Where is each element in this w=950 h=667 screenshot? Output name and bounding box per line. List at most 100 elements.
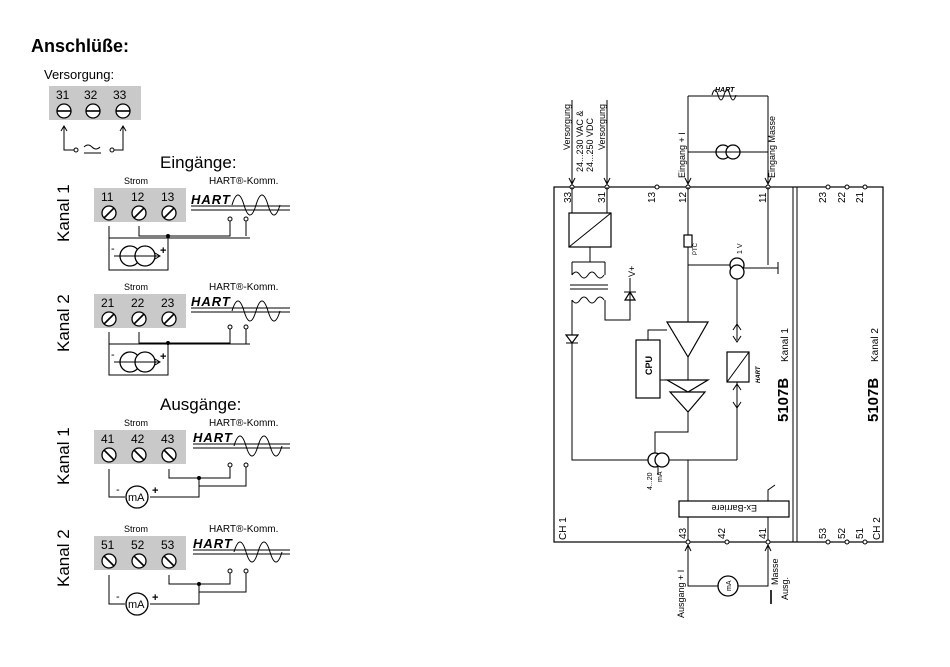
pin-11: 11 (758, 192, 769, 203)
hart-logo-out2: HART (193, 536, 233, 551)
output-amplifier-1 (664, 379, 711, 393)
ptc-resistor (683, 234, 693, 248)
pin-13: 13 (647, 191, 658, 203)
range-bottom: mA (657, 471, 664, 482)
module-ch1-sub: Kanal 1 (780, 328, 791, 362)
terminal-11: 11 (101, 190, 114, 204)
output-ch1-strom: Strom (124, 418, 148, 428)
pin-31: 31 (597, 191, 608, 203)
minus-in1: - (111, 243, 115, 255)
output-amplifier-2 (668, 391, 707, 413)
hart-logo-modem: HART (756, 365, 762, 383)
plus-out1: + (152, 485, 158, 497)
output-ch2-label: Kanal 2 (54, 529, 73, 587)
terminal-43: 43 (161, 432, 175, 446)
page-title: Anschlüße: (31, 36, 129, 56)
supply-label-a: Versorgung (562, 104, 572, 150)
pin-33: 33 (563, 191, 574, 203)
terminal-12: 12 (131, 190, 145, 204)
pin-51: 51 (855, 527, 866, 539)
transformer-coil-bottom (571, 296, 605, 304)
terminal-13: 13 (161, 190, 175, 204)
pin-12: 12 (678, 191, 689, 203)
hart-wave-out1 (233, 435, 283, 457)
ex-barrier (678, 500, 790, 518)
terminal-41: 41 (101, 432, 115, 446)
hart-logo-top: HART (715, 87, 735, 94)
supply-spec-2: 24...250 VDC (585, 117, 595, 172)
input-ch2-label: Kanal 2 (54, 294, 73, 352)
ch2-label: CH 2 (872, 517, 883, 540)
terminal-33: 33 (113, 88, 127, 102)
terminal-52: 52 (131, 538, 145, 552)
plus-out2: + (152, 592, 158, 604)
output-channel-1: Kanal 1 Strom HART®-Komm. 41 42 43 HART … (54, 418, 290, 509)
input-channel-2: Kanal 2 Strom HART®-Komm. 21 22 23 HART … (54, 282, 290, 376)
output-ch1-label: Kanal 1 (54, 427, 73, 485)
pin-43: 43 (678, 527, 689, 539)
pin-53: 53 (818, 527, 829, 539)
hart-logo-out1: HART (193, 430, 233, 445)
minus-out2: - (116, 591, 120, 603)
module-ch1-name: 5107B (775, 378, 792, 422)
output-ch2-strom: Strom (124, 524, 148, 534)
meter-out2: mA (128, 599, 145, 611)
inputs-heading: Eingänge: (160, 153, 237, 172)
meter-right: mA (726, 580, 733, 591)
meter-out1: mA (128, 492, 145, 504)
input-ch1-label: Kanal 1 (54, 184, 73, 242)
output-plus-label: Ausgang + I (676, 570, 686, 618)
terminal-23: 23 (161, 296, 175, 310)
terminal-21: 21 (101, 296, 115, 310)
module-ch2-sub: Kanal 2 (870, 328, 881, 362)
supply-spec-1: 24...230 VAC & (575, 111, 585, 172)
terminal-32: 32 (84, 88, 98, 102)
ch1-label: CH 1 (558, 517, 569, 540)
output-channel-2: Kanal 2 Strom HART®-Komm. 51 52 53 HART … (54, 524, 290, 616)
minus-in2: - (111, 349, 115, 361)
input-ch2-strom: Strom (124, 282, 148, 292)
pin-22: 22 (837, 191, 848, 203)
pin-21: 21 (855, 191, 866, 203)
module-outline (553, 186, 884, 543)
output-mass-label-2: Ausg. (780, 577, 790, 600)
supply-label: Versorgung: (44, 67, 114, 82)
pin-52: 52 (837, 527, 848, 539)
ac-symbol (83, 144, 101, 150)
input-amplifier (665, 321, 710, 359)
output-ch2-hart-label: HART®-Komm. (209, 524, 278, 535)
pin-23: 23 (818, 191, 829, 203)
block-diagram: Versorgung 24...230 VAC & 24...250 VDC V… (553, 87, 884, 618)
ex-barrier-label: Ex-Barriere (711, 503, 757, 513)
input-ch1-hart-label: HART®-Komm. (209, 176, 278, 187)
terminal-22: 22 (131, 296, 145, 310)
supply-block: Versorgung: 31 32 33 (44, 67, 141, 154)
hart-logo-in1: HART (191, 192, 231, 207)
minus-out1: - (116, 484, 120, 496)
input-channel-1: Kanal 1 Strom HART®-Komm. 11 12 13 HART … (54, 176, 290, 271)
supply-label-b: Versorgung (597, 104, 607, 150)
terminal-42: 42 (131, 432, 145, 446)
input-ch1-strom: Strom (124, 176, 148, 186)
terminal-51: 51 (101, 538, 115, 552)
cpu-label: CPU (644, 356, 654, 375)
input-ch2-hart-label: HART®-Komm. (209, 282, 278, 293)
terminal-31: 31 (56, 88, 70, 102)
supply-screws (56, 103, 131, 119)
output-ch1-hart-label: HART®-Komm. (209, 418, 278, 429)
hart-modem (726, 351, 750, 383)
input-plus-label: Eingang + I (677, 132, 687, 178)
terminal-53: 53 (161, 538, 175, 552)
output-mass-label-1: Masse (770, 558, 780, 585)
range-top: 4...20 (647, 472, 654, 490)
hart-wave-in1 (231, 194, 281, 216)
ptc-label: PTC (693, 242, 699, 255)
vplus-label: V+ (627, 266, 637, 277)
plus-in1: + (160, 245, 166, 257)
hart-wave-out2 (233, 541, 283, 563)
plus-in2: + (160, 351, 166, 363)
hart-logo-in2: HART (191, 294, 231, 309)
onev-label: 1 V (737, 243, 744, 254)
transformer-coil-top (571, 271, 605, 279)
